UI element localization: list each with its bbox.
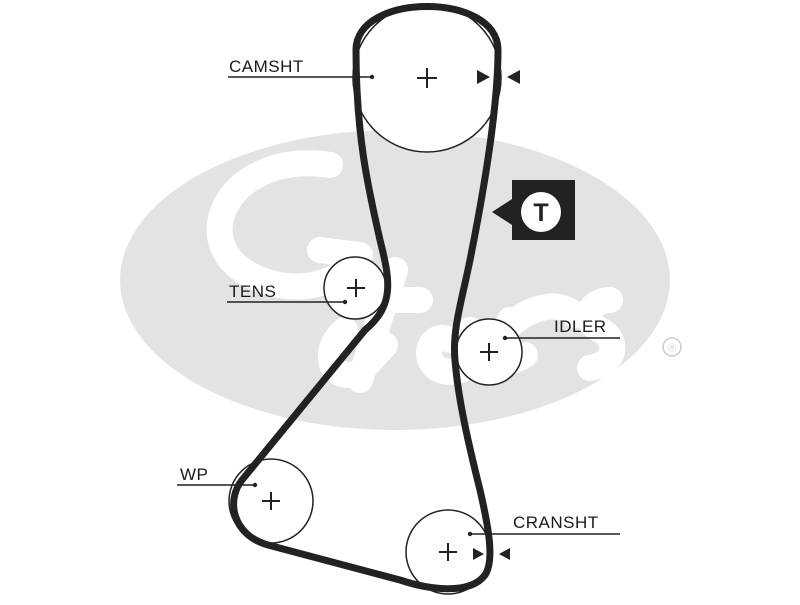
registered-mark-glyph: ®	[668, 343, 676, 355]
crankshaft-timing-mark-right-icon	[473, 548, 484, 560]
tensioner-label: TENS	[229, 282, 276, 301]
camshaft-timing-mark-left-icon	[507, 70, 520, 84]
idler-centre-icon	[480, 343, 498, 361]
tension-indicator: T	[492, 180, 575, 240]
crankshaft-centre-icon	[439, 543, 457, 561]
tension-indicator-circle	[521, 192, 561, 232]
crankshaft-leader-dot	[467, 531, 473, 537]
leader-lines	[177, 76, 620, 535]
camshaft-centre-icon	[417, 68, 437, 88]
timing-marks	[473, 70, 520, 560]
tensioner-leader-dot	[342, 299, 348, 305]
timing-belt	[230, 3, 502, 593]
camshaft-timing-mark-right-icon	[477, 70, 490, 84]
camshaft-label: CAMSHT	[229, 57, 304, 76]
pulley-centre-marks	[262, 68, 498, 561]
water-pump-leader-dot	[252, 482, 258, 488]
registered-mark-circle	[662, 337, 682, 357]
tensioner-centre-icon	[347, 279, 365, 297]
camshaft-leader-dot	[369, 74, 375, 80]
idler-label: IDLER	[554, 317, 607, 336]
tension-indicator-letter: T	[533, 199, 548, 227]
leader-dots	[252, 74, 508, 537]
gates-watermark-logo: ®	[120, 130, 682, 430]
registered-mark: ®	[662, 337, 682, 357]
water-pump-centre-icon	[262, 492, 280, 510]
water-pump-label: WP	[180, 465, 208, 484]
crankshaft-label: CRANSHT	[513, 513, 599, 532]
component-labels: CAMSHT TENS IDLER WP CRANSHT	[180, 57, 607, 532]
crankshaft-timing-mark-left-icon	[499, 548, 510, 560]
idler-leader-dot	[502, 335, 508, 341]
